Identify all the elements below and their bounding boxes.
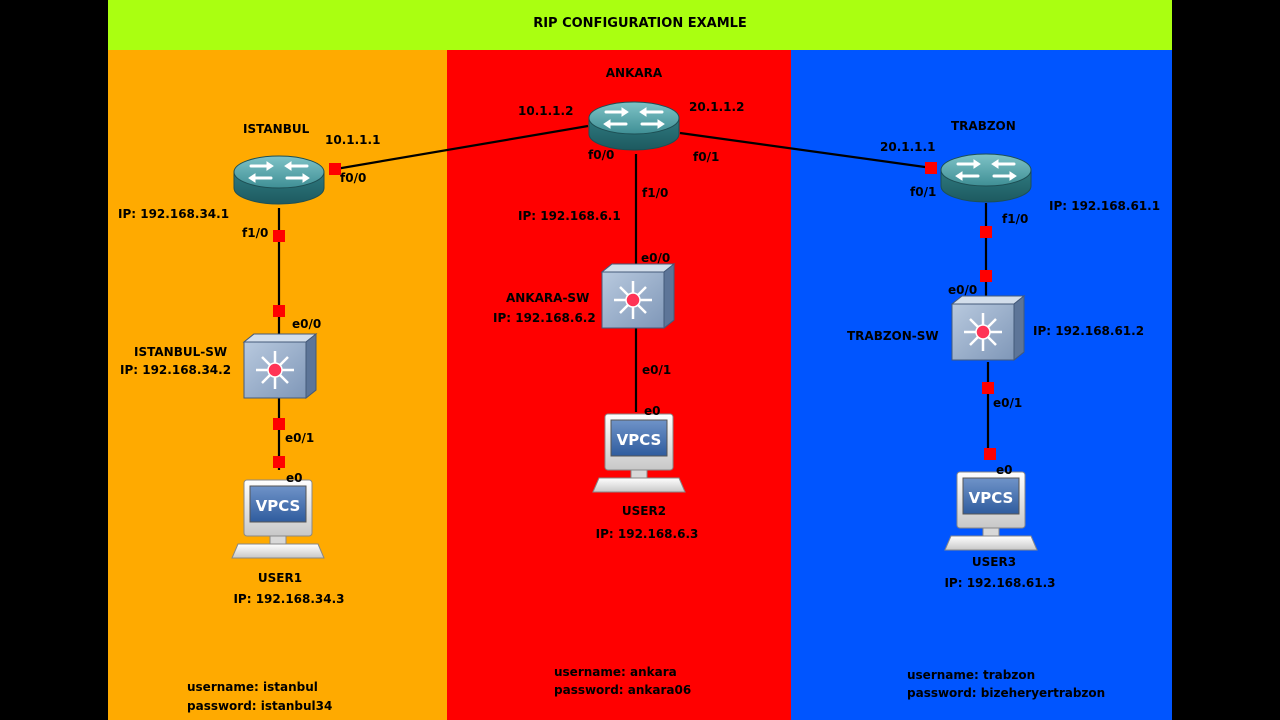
istanbul-sw-ip: IP: 192.168.34.2 [120,363,231,377]
user3-port: e0 [996,463,1013,477]
switch-icon-ankara-sw[interactable] [600,262,676,330]
ankara-username: username: ankara [554,665,677,679]
right-frame [1172,0,1280,720]
ankara-sw-port-up: e0/0 [641,251,670,265]
user1-name: USER1 [258,571,302,585]
ankara-port-right: f0/1 [693,150,719,164]
port-marker [984,448,996,460]
router-icon-trabzon[interactable] [939,152,1033,204]
ankara-lan-port: f1/0 [642,186,668,200]
trabzon-wan-port: f0/1 [910,185,936,199]
switch-icon-trabzon-sw[interactable] [950,294,1026,362]
port-marker [980,270,992,282]
link-istanbul-ankara [329,124,589,172]
zone-ankara [447,50,791,720]
istanbul-password: password: istanbul34 [187,699,332,713]
router-icon-ankara[interactable] [587,100,681,152]
port-marker [925,162,937,174]
user1-ip: IP: 192.168.34.3 [233,592,344,606]
links [277,124,990,470]
ankara-port-left: f0/0 [588,148,614,162]
user2-name: USER2 [622,504,666,518]
port-marker [329,163,341,175]
istanbul-wan-port: f0/0 [340,171,366,185]
user2-port: e0 [644,404,661,418]
user1-port: e0 [286,471,303,485]
title-bar [108,0,1172,50]
trabzon-sw-port-down: e0/1 [993,396,1022,410]
trabzon-name: TRABZON [951,119,1016,133]
port-marker [980,226,992,238]
istanbul-name: ISTANBUL [243,122,310,136]
istanbul-lan-port: f1/0 [242,226,268,240]
trabzon-sw-port-up: e0/0 [948,283,977,297]
port-markers [273,162,996,468]
ankara-sw-name: ANKARA-SW [506,291,589,305]
switch-icon-istanbul-sw[interactable] [242,332,318,400]
istanbul-sw-name: ISTANBUL-SW [134,345,227,359]
istanbul-username: username: istanbul [187,680,318,694]
ankara-ip-left: 10.1.1.2 [518,104,573,118]
vpcs-icon-user2[interactable]: VPCS [592,413,686,493]
user3-name: USER3 [972,555,1016,569]
user2-ip: IP: 192.168.6.3 [596,527,699,541]
port-marker [273,418,285,430]
left-frame [0,0,108,720]
router-icon-istanbul[interactable] [232,154,326,206]
trabzon-sw-ip: IP: 192.168.61.2 [1033,324,1144,338]
vpcs-screen-label: VPCS [256,497,301,515]
user3-ip: IP: 192.168.61.3 [944,576,1055,590]
ankara-ip-right: 20.1.1.2 [689,100,744,114]
istanbul-wan-ip: 10.1.1.1 [325,133,380,147]
page-title: RIP CONFIGURATION EXAMLE [533,16,747,31]
ankara-sw-ip: IP: 192.168.6.2 [493,311,596,325]
trabzon-sw-name: TRABZON-SW [847,329,939,343]
ankara-password: password: ankara06 [554,683,691,697]
port-marker [273,305,285,317]
istanbul-lan-ip: IP: 192.168.34.1 [118,207,229,221]
link-ankara-trabzon [679,131,933,170]
trabzon-password: password: bizeheryertrabzon [907,686,1105,700]
trabzon-username: username: trabzon [907,668,1035,682]
ankara-name: ANKARA [606,66,663,80]
port-marker [982,382,994,394]
trabzon-lan-ip: IP: 192.168.61.1 [1049,199,1160,213]
trabzon-wan-ip: 20.1.1.1 [880,140,935,154]
vpcs-icon-user3[interactable]: VPCS [944,471,1038,551]
istanbul-sw-port-up: e0/0 [292,317,321,331]
ankara-sw-port-down: e0/1 [642,363,671,377]
vpcs-screen-label: VPCS [617,431,662,449]
port-marker [273,230,285,242]
istanbul-sw-port-down: e0/1 [285,431,314,445]
ankara-lan-ip: IP: 192.168.6.1 [518,209,621,223]
port-marker [273,456,285,468]
vpcs-screen-label: VPCS [969,489,1014,507]
trabzon-lan-port: f1/0 [1002,212,1028,226]
zone-trabzon [791,50,1172,720]
vpcs-icon-user1[interactable]: VPCS [231,479,325,559]
